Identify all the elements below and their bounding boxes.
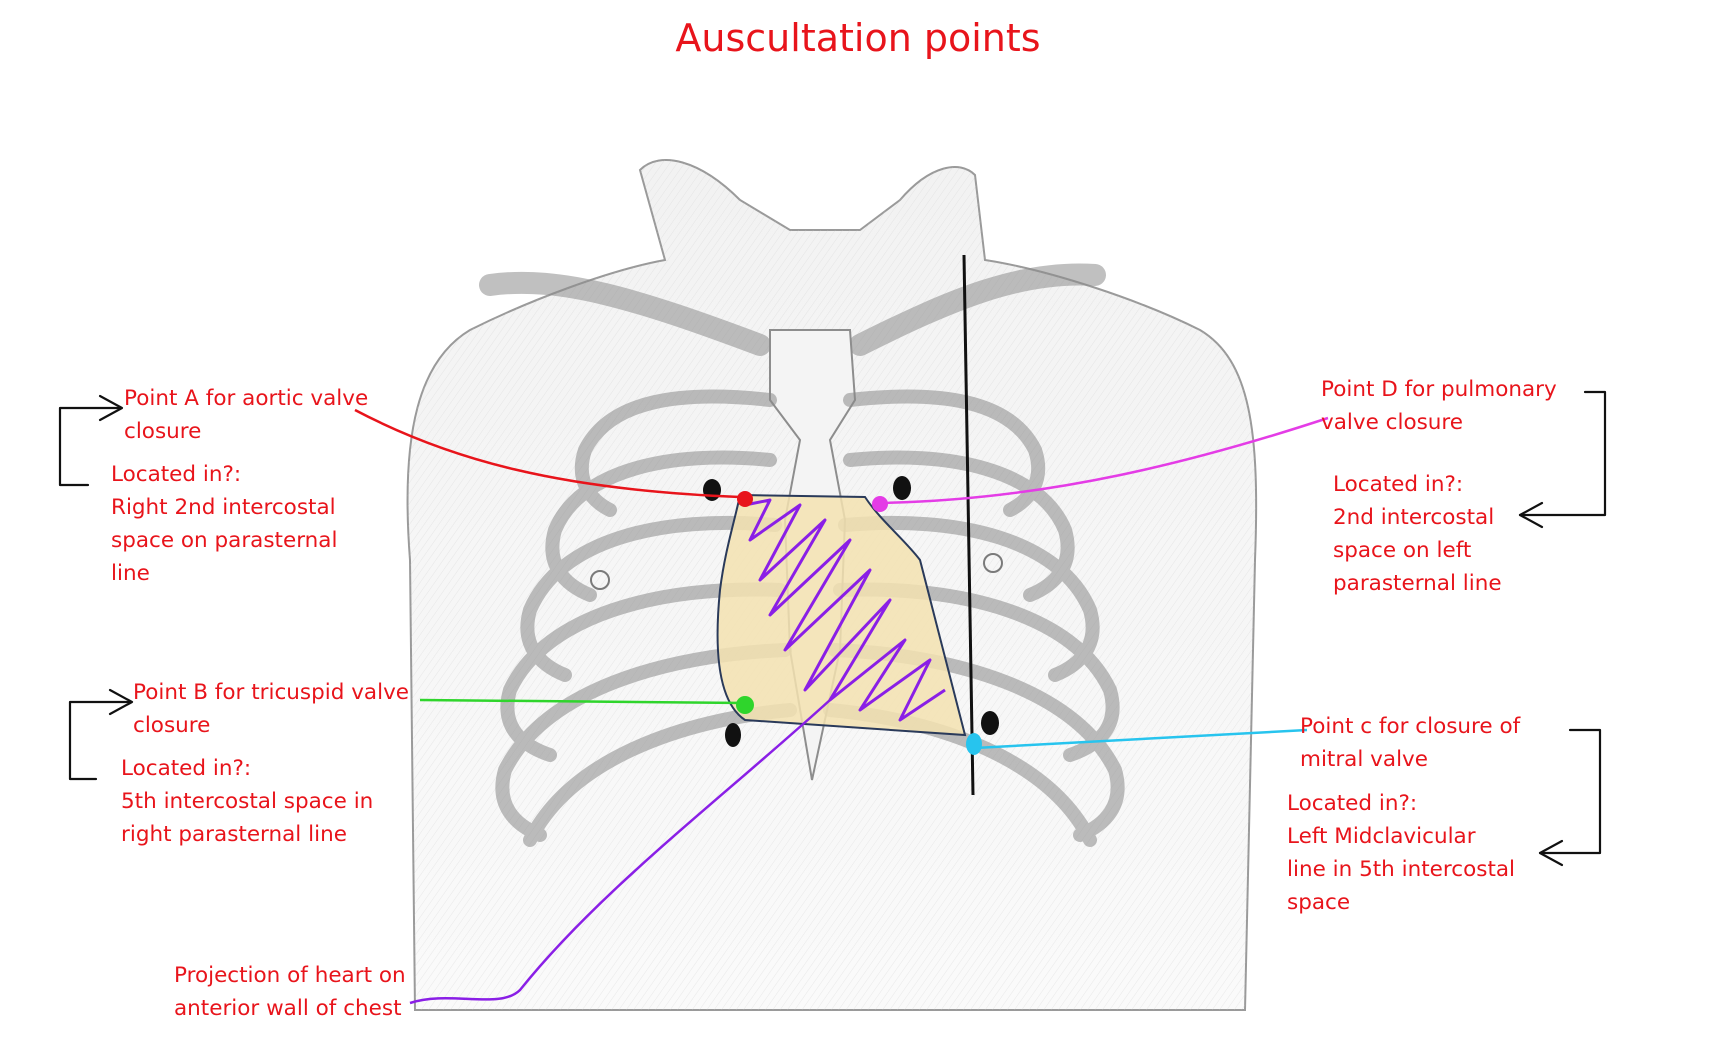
- aortic-location-line1: Right 2nd intercostal: [111, 495, 336, 520]
- projection-leader-line: [409, 699, 831, 1005]
- aortic-leader-line: [354, 408, 741, 499]
- mitral-location-line3: space: [1287, 890, 1351, 915]
- pulmonary-name-line2: valve closure: [1321, 410, 1464, 435]
- mitral-location-heading: Located in?:: [1287, 791, 1418, 816]
- mitral-point-name: Point c for closure of mitral valve: [1300, 710, 1520, 776]
- aortic-location: Located in?: Right 2nd intercostal space…: [111, 458, 337, 590]
- pulmonary-location-line1: 2nd intercostal: [1333, 505, 1495, 530]
- pulmonary-location-line2: space on left: [1333, 538, 1472, 563]
- mitral-location-line1: Left Midclavicular: [1287, 824, 1476, 849]
- pulmonary-location: Located in?: 2nd intercostal space on le…: [1333, 468, 1502, 600]
- surface-markers: [703, 476, 999, 747]
- mitral-leader-line: [974, 728, 1308, 750]
- pulmonary-point-name: Point D for pulmonary valve closure: [1321, 373, 1557, 439]
- pulmonary-location-heading: Located in?:: [1333, 472, 1464, 497]
- tricuspid-location: Located in?: 5th intercostal space in ri…: [121, 752, 373, 851]
- mitral-point-marker: [966, 733, 982, 755]
- tricuspid-name-line1: Point B for tricuspid valve: [133, 680, 410, 705]
- tricuspid-name-line2: closure: [133, 713, 211, 738]
- mitral-name-line1: Point c for closure of: [1300, 714, 1521, 739]
- mitral-name-line2: mitral valve: [1300, 747, 1428, 772]
- aortic-point-name: Point A for aortic valve closure: [124, 382, 368, 448]
- tricuspid-location-line1: 5th intercostal space in: [121, 789, 374, 814]
- tricuspid-location-heading: Located in?:: [121, 756, 252, 781]
- mitral-location: Located in?: Left Midclavicular line in …: [1287, 787, 1515, 919]
- heart-projection-label: Projection of heart on anterior wall of …: [174, 959, 406, 1025]
- aortic-name-line1: Point A for aortic valve: [124, 386, 369, 411]
- mitral-bracket-arrow: [1538, 728, 1602, 867]
- pulmonary-leader-line: [879, 416, 1329, 505]
- aortic-point-marker: [737, 491, 753, 507]
- aortic-location-line2: space on parasternal: [111, 528, 338, 553]
- tricuspid-point-marker: [736, 696, 754, 714]
- pulmonary-point-marker: [872, 496, 888, 512]
- pulmonary-name-line1: Point D for pulmonary: [1321, 377, 1557, 402]
- heart-projection-line1: Projection of heart on: [174, 963, 406, 988]
- tricuspid-leader-line: [419, 698, 746, 705]
- aortic-location-heading: Located in?:: [111, 462, 242, 487]
- diagram-title: Auscultation points: [675, 16, 1041, 60]
- heart-projection: [716, 493, 967, 737]
- pulmonary-bracket-arrow: [1518, 390, 1607, 529]
- tricuspid-point-name: Point B for tricuspid valve closure: [133, 676, 409, 742]
- pulmonary-location-line3: parasternal line: [1333, 571, 1502, 596]
- aortic-location-line3: line: [111, 561, 150, 586]
- heart-projection-line2: anterior wall of chest: [174, 996, 402, 1021]
- aortic-bracket-arrow: [58, 394, 124, 487]
- tricuspid-bracket-arrow: [68, 688, 134, 781]
- aortic-name-line2: closure: [124, 419, 202, 444]
- mitral-location-line2: line in 5th intercostal: [1287, 857, 1516, 882]
- midclavicular-line: [962, 254, 975, 796]
- tricuspid-location-line2: right parasternal line: [121, 822, 347, 847]
